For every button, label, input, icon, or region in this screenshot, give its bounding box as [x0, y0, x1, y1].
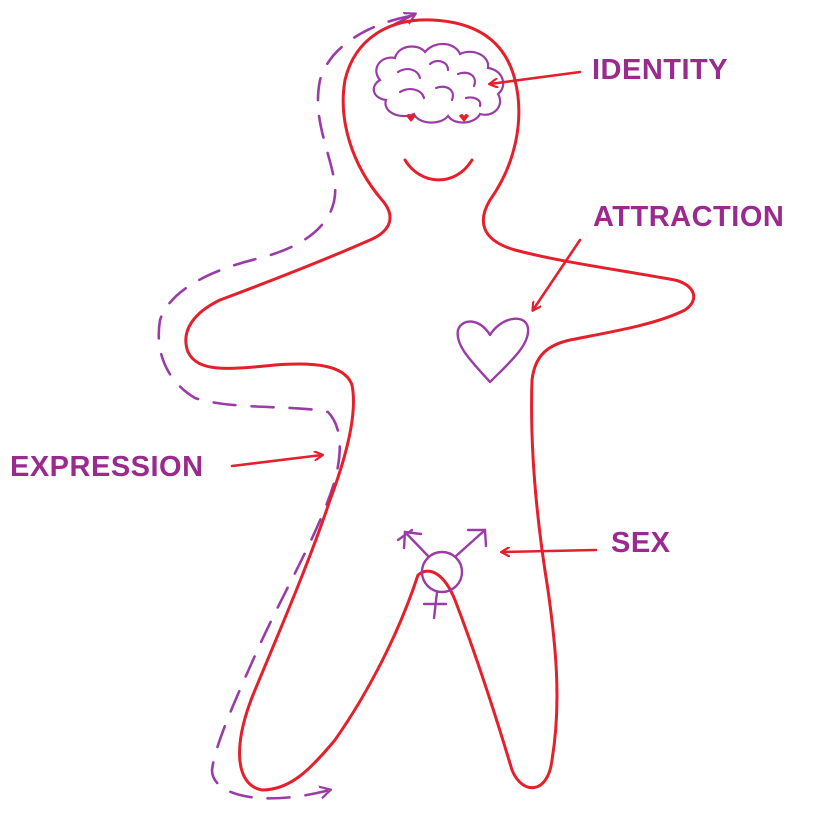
sex-label: SEX	[611, 529, 671, 558]
transgender-symbol-icon	[398, 530, 486, 618]
sex-arrow	[502, 550, 596, 552]
attraction-arrow	[533, 240, 580, 310]
identity-label: IDENTITY	[592, 56, 728, 85]
identity-arrow	[490, 72, 580, 84]
smile	[405, 160, 472, 180]
expression-arrow	[232, 455, 322, 466]
attraction-label: ATTRACTION	[593, 203, 784, 232]
expression-label: EXPRESSION	[10, 453, 204, 482]
heart-icon	[458, 319, 529, 382]
body-outline	[186, 20, 694, 790]
brain-icon	[374, 44, 503, 123]
